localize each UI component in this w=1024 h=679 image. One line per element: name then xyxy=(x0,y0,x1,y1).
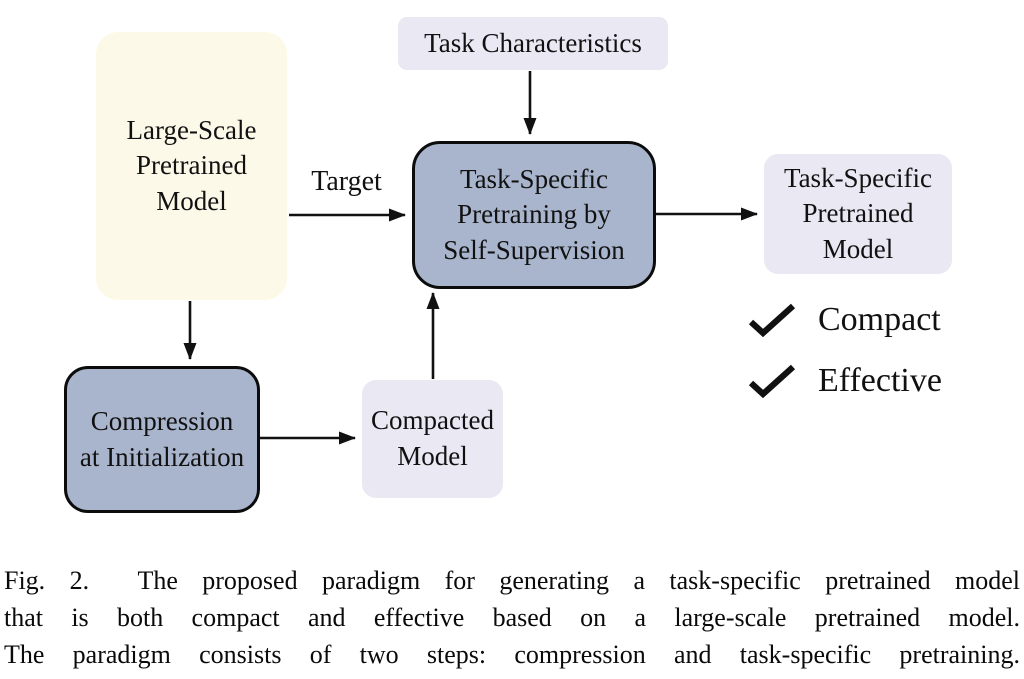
node-task-characteristics: Task Characteristics xyxy=(398,17,668,70)
node-compression-at-initialization: Compression at Initialization xyxy=(64,366,260,513)
caption-line-1: Fig. 2. The proposed paradigm for genera… xyxy=(4,566,1020,595)
checklist-label: Compact xyxy=(818,301,941,338)
checklist-item-effective: Effective xyxy=(748,362,942,400)
edge-label-target: Target xyxy=(311,166,382,197)
check-icon xyxy=(748,364,797,398)
check-icon xyxy=(748,303,797,337)
node-compacted-model: Compacted Model xyxy=(362,380,503,498)
checklist-label: Effective xyxy=(818,362,942,399)
caption-line-3: The paradigm consists of two steps: comp… xyxy=(4,640,1020,669)
node-task-specific-pretrained-model: Task-Specific Pretrained Model xyxy=(764,154,952,274)
node-task-specific-pretraining: Task-Specific Pretraining by Self-Superv… xyxy=(412,141,656,289)
figure-caption: Fig. 2. The proposed paradigm for genera… xyxy=(4,562,1020,673)
caption-line-2: that is both compact and effective based… xyxy=(4,603,1020,632)
checklist-item-compact: Compact xyxy=(748,301,941,339)
arrow-layer xyxy=(183,71,758,445)
node-large-scale-pretrained-model: Large-Scale Pretrained Model xyxy=(96,32,287,300)
